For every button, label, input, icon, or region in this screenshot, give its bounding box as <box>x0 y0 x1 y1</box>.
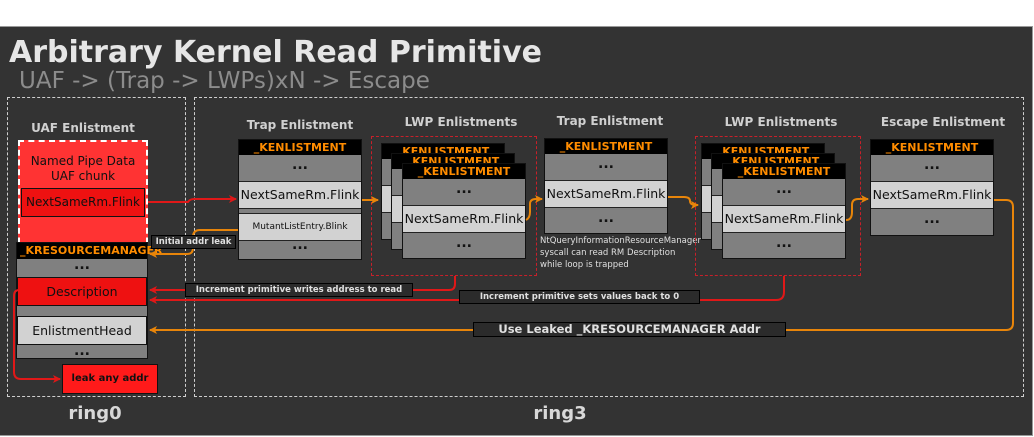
krm-dots-bottom: ... <box>74 343 90 359</box>
kenlistment-header: _KENLISTMENT <box>239 140 361 155</box>
dots: ... <box>598 156 614 172</box>
label-increment-write: Increment primitive writes address to re… <box>185 283 413 297</box>
dots: ... <box>776 181 792 197</box>
lwp-enlistment-1c: _KENLISTMENT ... NextSameRm.Flink ... <box>402 163 526 259</box>
trap-enlistment-1: _KENLISTMENT ... NextSameRm.Flink Mutant… <box>238 139 362 260</box>
kresourcemanager-struct: _KRESOURCEMANAGER ... Description Enlist… <box>16 242 162 359</box>
uaf-flink-field: NextSameRm.Flink <box>21 188 145 217</box>
trap-enlistment-2: _KENLISTMENT ... NextSameRm.Flink ... <box>544 138 668 234</box>
leak-any-addr-box: leak any addr <box>62 364 158 394</box>
krm-description-field: Description <box>17 277 147 306</box>
dots: ... <box>456 181 472 197</box>
dots: ... <box>776 235 792 251</box>
kresourcemanager-header: _KRESOURCEMANAGER <box>17 243 162 259</box>
kenlistment-header: _KENLISTMENT <box>723 164 845 179</box>
trap-2-note: NtQueryInformationResourceManager syscal… <box>540 236 701 270</box>
kenlistment-header: _KENLISTMENT <box>545 139 667 154</box>
label-initial-leak: Initial addr leak <box>151 235 236 249</box>
dots: ... <box>598 210 614 226</box>
dots: ... <box>924 211 940 227</box>
label-use-leaked: Use Leaked _KRESOURCEMANAGER Addr <box>473 322 786 337</box>
flink-field: NextSameRm.Flink <box>871 181 993 209</box>
ring3-label: ring3 <box>533 403 587 424</box>
krm-dots-top: ... <box>74 257 90 273</box>
flink-field: NextSameRm.Flink <box>239 181 361 209</box>
escape-enlistment: _KENLISTMENT ... NextSameRm.Flink ... <box>870 139 994 236</box>
section-label-escape: Escape Enlistment <box>880 115 1006 129</box>
krm-enlistment-head-field: EnlistmentHead <box>17 316 147 345</box>
page-subtitle: UAF -> (Trap -> LWPs)xN -> Escape <box>19 68 430 94</box>
kenlistment-header: _KENLISTMENT <box>403 164 525 179</box>
ring0-label: ring0 <box>68 403 122 424</box>
section-label-trap-1: Trap Enlistment <box>246 118 354 132</box>
dots: ... <box>456 235 472 251</box>
flink-field: NextSameRm.Flink <box>545 180 667 208</box>
kenlistment-header: _KENLISTMENT <box>871 140 993 155</box>
section-label-trap-2: Trap Enlistment <box>556 114 664 128</box>
dots: ... <box>924 157 940 173</box>
label-increment-reset: Increment primitive sets values back to … <box>459 290 700 304</box>
flink-field: NextSameRm.Flink <box>403 205 525 233</box>
section-label-lwp-2: LWP Enlistments <box>724 115 838 129</box>
lwp-enlistment-2c: _KENLISTMENT ... NextSameRm.Flink ... <box>722 163 846 259</box>
dots: ... <box>292 237 308 253</box>
uaf-chunk-label: Named Pipe Data UAF chunk <box>30 154 136 183</box>
section-label-uaf: UAF Enlistment <box>31 121 135 135</box>
section-label-lwp-1: LWP Enlistments <box>404 115 518 129</box>
dots: ... <box>292 157 308 173</box>
krm-spacer <box>17 306 147 316</box>
flink-field: NextSameRm.Flink <box>723 205 845 233</box>
page-title: Arbitrary Kernel Read Primitive <box>9 35 542 70</box>
